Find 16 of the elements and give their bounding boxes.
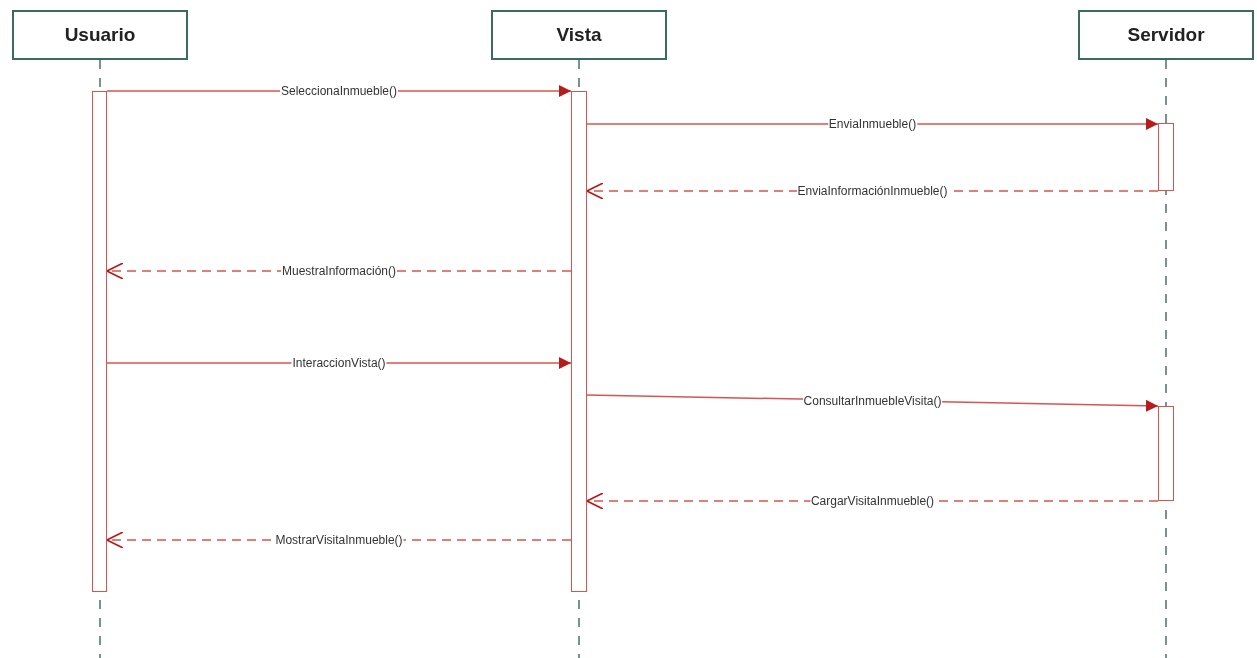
- message-label: EnviaInmueble(): [827, 117, 918, 131]
- lifeline-header: Servidor: [1078, 10, 1254, 60]
- message-label: MuestraInformación(): [281, 264, 397, 278]
- activation-bar: [1158, 123, 1174, 191]
- message-label: SeleccionaInmueble(): [279, 84, 399, 98]
- message-arrow: [586, 118, 1159, 130]
- message-label: InteraccionVista(): [291, 356, 387, 370]
- activation-bar: [92, 91, 107, 592]
- message-label: MostrarVisitaInmueble(): [274, 533, 404, 547]
- message-label: EnviaInformaciónInmueble(): [796, 184, 949, 198]
- activation-bar: [1158, 406, 1174, 501]
- lifeline-header: Usuario: [12, 10, 188, 60]
- activation-bar: [571, 91, 587, 592]
- message-label: ConsultarInmuebleVisita(): [802, 393, 943, 408]
- message-label: CargarVisitaInmueble(): [809, 494, 936, 508]
- lifeline-header: Vista: [491, 10, 667, 60]
